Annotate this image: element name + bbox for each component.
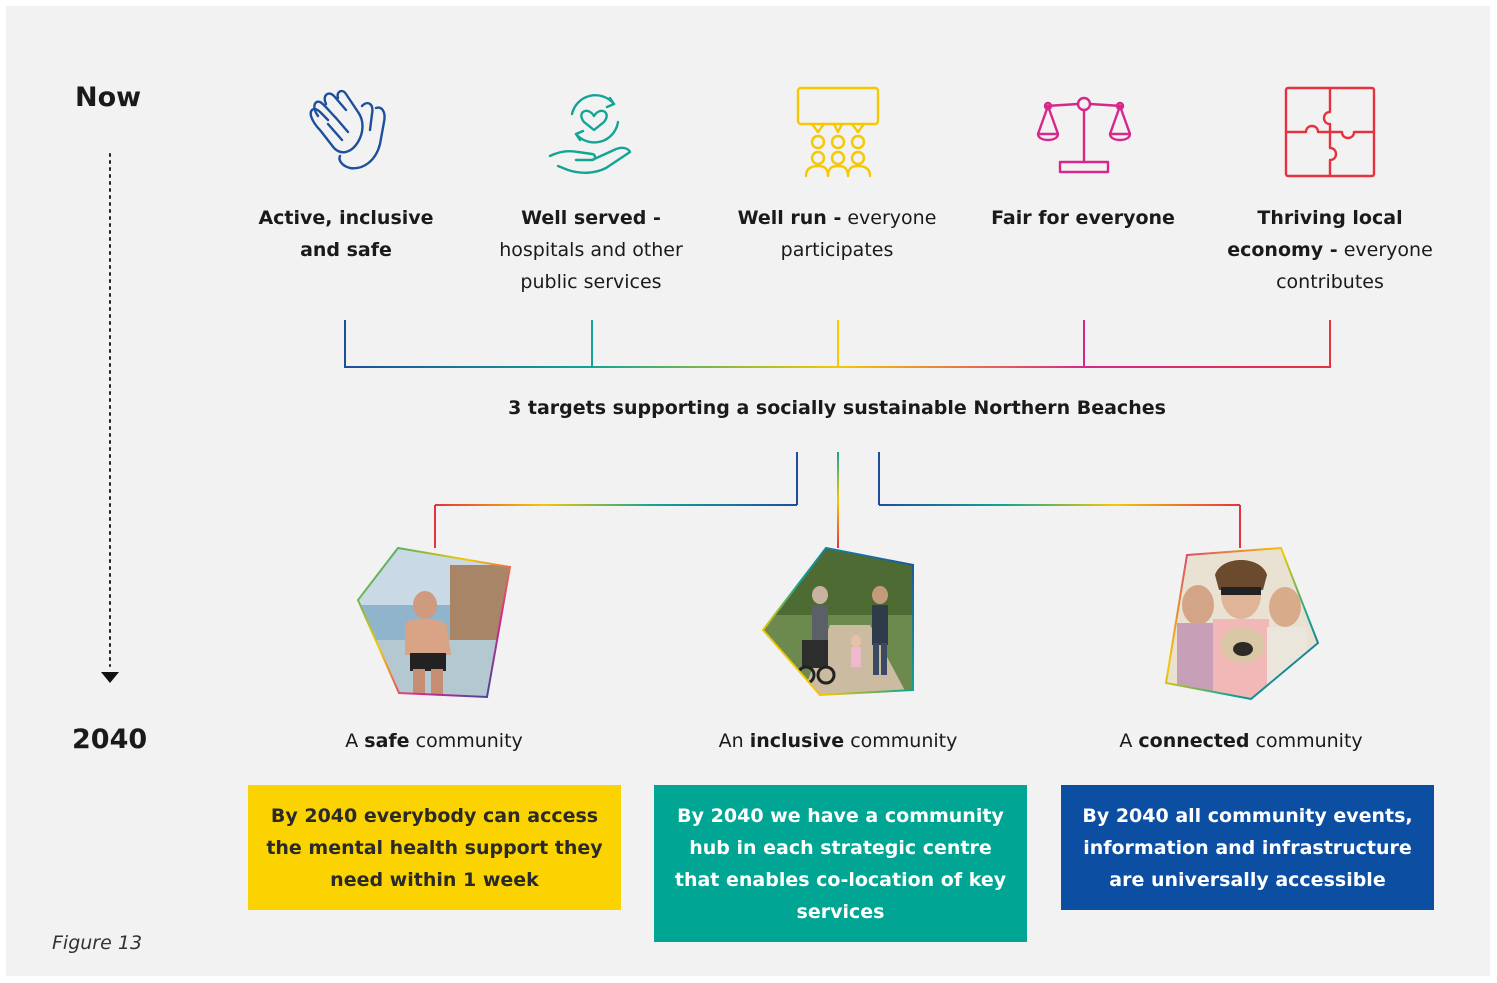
community-prefix: An — [718, 730, 750, 752]
timeline-end-label: 2040 — [72, 724, 148, 755]
pillar-title: Active, inclusive and safe — [258, 207, 434, 261]
figure-caption: Figure 13 — [52, 932, 143, 954]
target-box-inclusive: By 2040 we have a community hub in each … — [654, 785, 1027, 942]
pillar-title: Fair for everyone — [991, 207, 1175, 229]
pillar-title: Well served - — [521, 207, 661, 229]
pillar-label-fair: Fair for everyone — [973, 202, 1193, 234]
puzzle-icon — [1284, 86, 1376, 178]
community-keyword: connected — [1138, 730, 1250, 752]
pillar-description: everyone contributes — [1276, 239, 1433, 293]
community-keyword: inclusive — [749, 730, 845, 752]
man-running-photo — [356, 546, 512, 699]
pillar-description: hospitals and other public services — [499, 239, 683, 293]
speech-people-icon — [796, 86, 880, 178]
friends-with-dog-photo — [1164, 546, 1320, 700]
pillar-label-well-run: Well run - everyone participates — [727, 202, 947, 266]
community-suffix: community — [409, 730, 523, 752]
target-text: By 2040 all community events, informatio… — [1082, 805, 1413, 891]
community-label-connected: A connected community — [1091, 730, 1391, 752]
pillar-title: Thriving local economy - — [1227, 207, 1403, 261]
community-keyword: safe — [364, 730, 410, 752]
community-label-safe: A safe community — [284, 730, 584, 752]
community-prefix: A — [345, 730, 365, 752]
targets-title: 3 targets supporting a socially sustaina… — [508, 397, 1166, 419]
pillar-label-well-served: Well served - hospitals and other public… — [481, 202, 701, 298]
pillar-title: Well run - — [737, 207, 842, 229]
hands-icon — [309, 89, 386, 170]
family-walking-photo — [761, 546, 914, 697]
timeline-start-label: Now — [75, 82, 142, 113]
pillar-label-active: Active, inclusive and safe — [236, 202, 456, 266]
pillar-description: everyone participates — [780, 207, 937, 261]
target-box-connected: By 2040 all community events, informatio… — [1061, 785, 1434, 910]
community-prefix: A — [1119, 730, 1139, 752]
target-box-safe: By 2040 everybody can access the mental … — [248, 785, 621, 910]
scales-icon — [1036, 96, 1132, 174]
community-suffix: community — [1249, 730, 1363, 752]
timeline-arrow — [101, 153, 119, 683]
pillar-label-economy: Thriving local economy - everyone contri… — [1220, 202, 1440, 298]
community-suffix: community — [844, 730, 958, 752]
target-text: By 2040 everybody can access the mental … — [266, 805, 603, 891]
care-heart-icon — [548, 94, 632, 174]
target-text: By 2040 we have a community hub in each … — [674, 805, 1007, 923]
community-label-inclusive: An inclusive community — [688, 730, 988, 752]
